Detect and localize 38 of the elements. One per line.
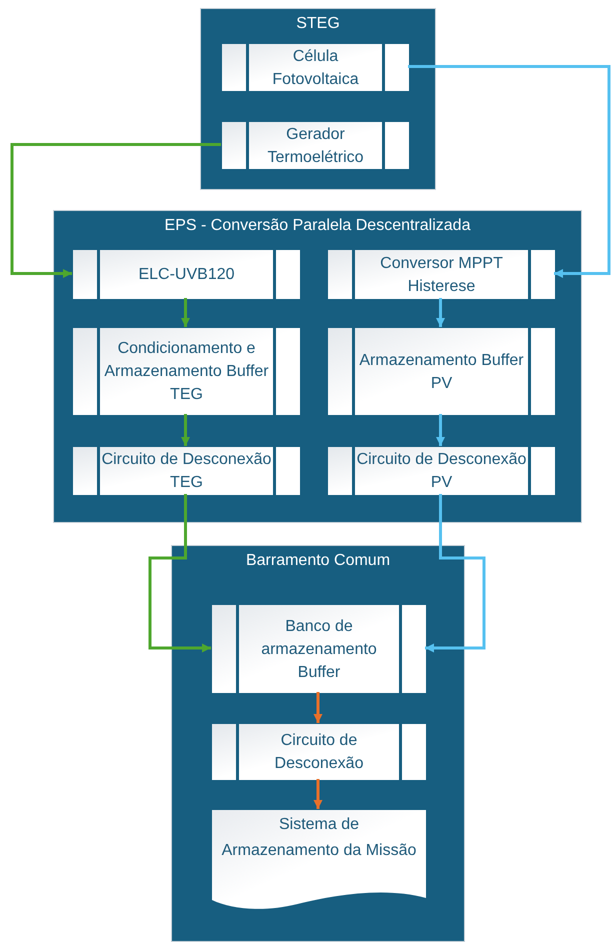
group-panel: [53, 210, 582, 523]
panel-title: Barramento Comum: [244, 551, 392, 571]
node-text: Circuito de Desconexão TEG: [100, 450, 272, 493]
process-box: [212, 605, 426, 693]
process-box: [222, 44, 409, 91]
arrow: [436, 298, 445, 327]
arrow: [181, 414, 190, 446]
node-text: ELC-UVB120: [137, 265, 236, 285]
node-text: Conversor MPPT Histerese: [379, 254, 504, 296]
arrow: [436, 414, 445, 446]
group-panel: [200, 8, 436, 190]
node-text: Célula Fotovoltaica: [271, 46, 360, 90]
panel-title: STEG: [295, 14, 341, 34]
arrow: [314, 779, 322, 809]
process-box: [222, 122, 409, 169]
arrow: [408, 65, 610, 278]
node-text: Circuito de Desconexão: [274, 731, 364, 774]
node-text: Gerador Termoelétrico: [266, 124, 365, 168]
arrow: [425, 494, 486, 652]
process-box: [328, 250, 555, 299]
panel-title: EPS - Conversão Paralela Descentralizada: [164, 216, 472, 236]
arrow: [314, 692, 322, 723]
process-box: [73, 250, 300, 299]
arrow: [10, 143, 221, 278]
document-shape: [212, 810, 426, 910]
node-text: Condicionamento e Armazenamento Buffer TEG: [103, 339, 270, 405]
node-text: Circuito de Desconexão PV: [356, 450, 528, 493]
process-box: [328, 447, 555, 495]
node-text: Sistema de Armazenamento da Missão: [220, 815, 418, 861]
group-panel: [171, 545, 465, 942]
process-box: [212, 724, 426, 780]
process-box: [328, 328, 555, 415]
arrow: [148, 494, 211, 652]
arrow: [181, 298, 190, 327]
node-text: Armazenamento Buffer PV: [358, 350, 525, 394]
process-box: [73, 447, 300, 495]
process-box: [73, 328, 300, 415]
node-text: Banco de armazenamento Buffer: [260, 616, 378, 682]
